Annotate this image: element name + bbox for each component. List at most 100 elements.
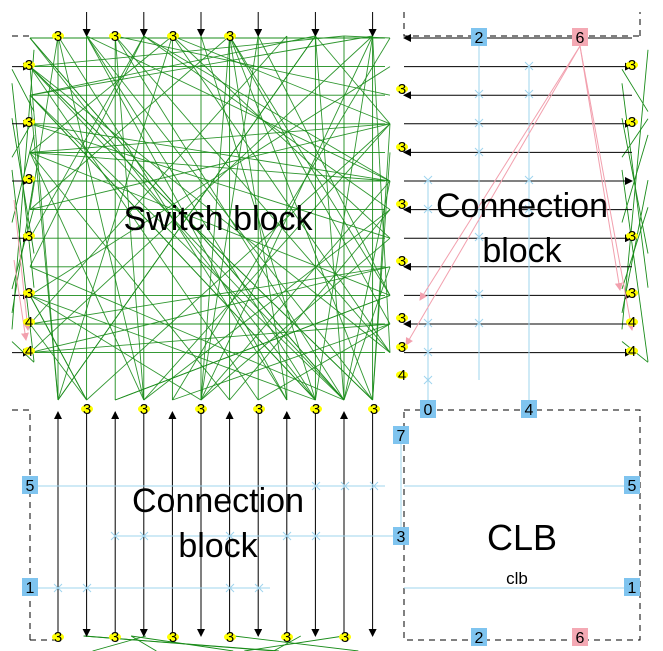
far-right-track-label-marker [626,118,638,126]
bottom-track-label-marker [109,633,121,641]
conn-cross [524,61,534,71]
conn-cross [423,318,433,328]
top-track-label: 3 [54,28,62,45]
switch-wire [257,35,391,296]
conn-cross [225,531,235,541]
bottom-row-track-label-marker [253,405,265,413]
bottom-row-track-label-marker [138,405,150,413]
switch-wire-edge [11,49,35,330]
pin-bottom-2: 2 [471,628,487,647]
switch-wire [372,152,391,401]
far-right-track-label: 3 [628,285,636,302]
top-track-label: 3 [111,28,119,45]
pin-top-2-label: 2 [475,30,484,47]
pin-bottom-2-label: 2 [475,630,484,647]
far-right-track-label-marker [626,289,638,297]
bottom-track-label-marker [52,633,64,641]
switch-right-track-label-marker [396,371,408,379]
conn-cross [474,147,484,157]
left-track-label-marker [23,61,35,69]
conn-cross [474,289,484,299]
switch-wire [143,209,391,401]
conn-cross [423,347,433,357]
bottom-track-label: 3 [283,629,291,646]
switch-right-track-label: 3 [398,310,406,327]
switch-right-track-label: 3 [398,81,406,98]
pin-right-1-label: 1 [628,580,637,597]
top-track-label: 3 [169,28,177,45]
left-track-label: 3 [25,57,33,74]
left-track-label-marker [23,318,35,326]
switch-wire [29,152,230,401]
conn-cross [524,175,534,185]
conn-cross [282,531,292,541]
left-track-label: 3 [25,285,33,302]
pin-top-2: 2 [471,28,487,47]
conn-cross [225,583,235,593]
switch-wire-bottom [130,635,157,651]
switch-wire [343,180,391,401]
switch-wire [29,95,59,401]
conn-cross [423,204,433,214]
pin-right-3: 3 [393,527,409,546]
switch-wire [172,35,391,239]
connection-block-bottom-label-line1: Connection [132,482,304,520]
pink-wire [419,45,581,301]
bottom-row-track-label-marker [195,405,207,413]
switch-right-track-label: 3 [398,139,406,156]
left-track-label-marker [23,232,35,240]
switch-wire [86,35,391,182]
bottom-track-label: 3 [169,629,177,646]
switch-wire-edge [621,134,649,223]
switch-right-track-label-marker [396,85,408,93]
switch-wire [143,35,391,182]
left-track-label: 3 [25,228,33,245]
switch-right-track-label: 3 [398,253,406,270]
left-track-label-marker [23,289,35,297]
switch-wire [143,35,391,210]
connection-wires [13,45,635,593]
pink-wire [579,45,623,291]
pin-left-7: 7 [393,426,409,445]
pin-top-6: 6 [572,28,588,47]
switch-right-track-label-marker [396,343,408,351]
conn-cross [254,583,264,593]
pin-right-3-label: 3 [397,529,406,546]
pin-mid-0: 0 [420,400,436,419]
switch-wire [29,94,345,401]
switch-wire [29,151,391,182]
switch-wire [29,35,173,153]
switch-wire-edge [11,180,35,313]
left-track-label: 4 [25,343,33,360]
conn-cross [53,583,63,593]
conn-cross [524,204,534,214]
pin-mid-4-label: 4 [525,402,534,419]
bottom-track-label-marker [281,633,293,641]
pin-left-1-label: 1 [26,580,35,597]
switch-wire-bottom [92,635,147,651]
vertical-tracks [54,12,377,637]
switch-wire [86,123,391,401]
conn-cross [311,531,321,541]
switch-wire [314,35,345,401]
switch-wire [57,35,316,401]
connection-block-right-label-line2: block [482,232,562,270]
far-right-track-label: 3 [628,228,636,245]
switch-block-wires [11,35,649,651]
bottom-track-label: 3 [341,629,349,646]
top-track-label-marker [167,32,179,40]
bottom-row-track-label: 3 [140,401,148,418]
switch-wire [315,35,391,125]
switch-right-track-label-marker [396,200,408,208]
top-track-label-marker [52,32,64,40]
connection-block-bottom-label-line2: block [178,527,258,565]
left-track-label: 4 [25,314,33,331]
far-right-track-label: 4 [628,343,636,360]
switch-wire [29,123,391,153]
top-track-label-marker [109,32,121,40]
bottom-row-track-label: 3 [197,401,205,418]
conn-cross [110,531,120,541]
switch-wire [114,35,145,401]
switch-wire [143,123,391,401]
conn-cross [139,531,149,541]
